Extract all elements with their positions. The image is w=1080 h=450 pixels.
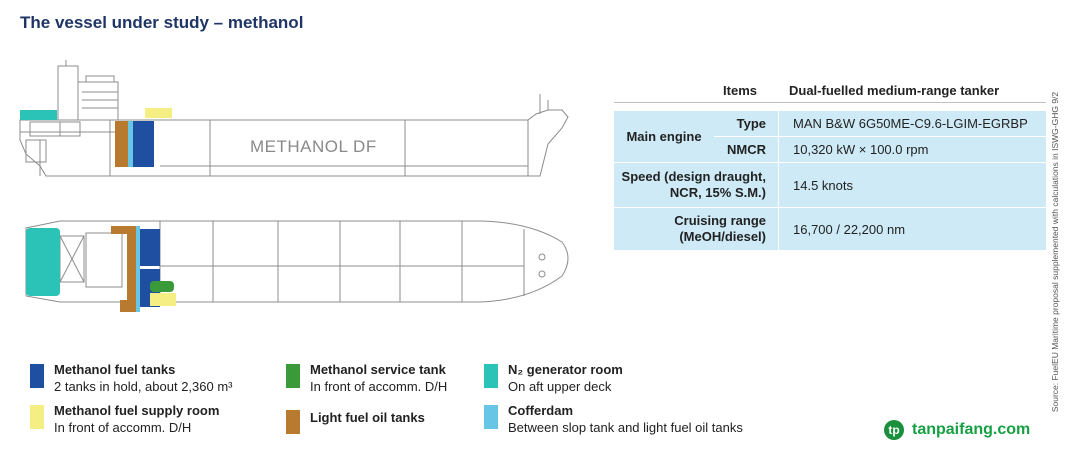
spec-table-header: Items Dual-fuelled medium-range tanker (614, 78, 1046, 103)
watermark: tp tanpaifang.com (884, 420, 1030, 440)
range-label-line-2: (MeOH/diesel) (679, 229, 766, 244)
methanol-service-tank-plan (150, 281, 174, 292)
spec-table: Items Dual-fuelled medium-range tanker M… (614, 78, 1046, 250)
fuel-supply-room-side (145, 108, 172, 118)
ship-plan-view (25, 220, 569, 303)
methanol-fuel-tank-plan-1 (140, 229, 160, 266)
legend-methanol-service-tank: Methanol service tank In front of accomm.… (286, 361, 447, 395)
speed-label-line-2: NCR, 15% S.M.) (669, 185, 766, 200)
nmcr-value: 10,320 kW × 100.0 rpm (778, 137, 1046, 162)
legend-fuel-supply-room: Methanol fuel supply room In front of acc… (30, 402, 219, 436)
n2-generator-room-plan (26, 228, 60, 296)
legend-n2-generator-room: N₂ generator room On aft upper deck (484, 361, 623, 395)
legend-title: Methanol fuel tanks (54, 362, 176, 377)
range-row: Cruising range(MeOH/diesel) 16,700 / 22,… (614, 208, 1046, 250)
legend-swatch-fuel-tank (30, 364, 44, 388)
header-items: Items (723, 82, 757, 98)
n2-generator-room-side (20, 110, 57, 120)
legend-title: N₂ generator room (508, 362, 623, 377)
watermark-text: tanpaifang.com (912, 421, 1031, 438)
ship-side-view (19, 60, 569, 177)
page-title: The vessel under study – methanol (20, 13, 304, 32)
nmcr-row: NMCR 10,320 kW × 100.0 rpm (714, 136, 1046, 162)
header-vessel: Dual-fuelled medium-range tanker (789, 82, 1000, 98)
legend-title: Methanol fuel supply room (54, 403, 220, 418)
fuel-supply-room-plan (150, 293, 176, 306)
source-note: Source: FuelEU Maritime proposal supplem… (1040, 84, 1070, 420)
legend-title: Cofferdam (508, 403, 574, 418)
legend-swatch-n2-room (484, 364, 498, 388)
range-value: 16,700 / 22,200 nm (778, 208, 1046, 250)
legend-title: Light fuel oil tanks (310, 410, 425, 425)
type-label: Type (736, 116, 766, 131)
legend-swatch-cofferdam (484, 405, 498, 429)
cofferdam-plan (136, 226, 140, 312)
watermark-logo-icon: tp (884, 420, 904, 440)
legend-swatch-light-fuel (286, 410, 300, 434)
spec-table-body: Main engine Type MAN B&W 6G50ME-C9.6-LGI… (614, 111, 1046, 250)
legend-desc: On aft upper deck (508, 379, 612, 394)
speed-label: Speed (design draught,NCR, 15% S.M.) (614, 163, 778, 207)
speed-value: 14.5 knots (778, 163, 1046, 207)
speed-label-line-1: Speed (design draught, (621, 169, 766, 184)
range-label: Cruising range(MeOH/diesel) (614, 208, 778, 250)
legend-desc: Between slop tank and light fuel oil tan… (508, 420, 743, 435)
source-text: Source: FuelEU Maritime proposal supplem… (1050, 91, 1060, 413)
nmcr-label: NMCR (727, 142, 766, 157)
legend-methanol-fuel-tanks: Methanol fuel tanks 2 tanks in hold, abou… (30, 361, 233, 395)
main-engine-row: Main engine Type MAN B&W 6G50ME-C9.6-LGI… (614, 111, 1046, 163)
hull-label: METHANOL DF (250, 137, 377, 156)
legend-title: Methanol service tank (310, 362, 446, 377)
light-fuel-oil-tank-plan (111, 226, 136, 312)
vessel-drawings: METHANOL DF (19, 60, 569, 312)
cofferdam-side (128, 121, 133, 167)
light-fuel-oil-tank-side (115, 121, 128, 167)
legend-desc: In front of accomm. D/H (310, 379, 448, 394)
speed-row: Speed (design draught,NCR, 15% S.M.) 14.… (614, 163, 1046, 208)
engine-type-row: Type MAN B&W 6G50ME-C9.6-LGIM-EGRBP (714, 111, 1046, 136)
main-engine-label: Main engine (626, 129, 702, 144)
legend-desc: 2 tanks in hold, about 2,360 m³ (54, 379, 233, 394)
legend-desc: In front of accomm. D/H (54, 420, 192, 435)
methanol-fuel-tank-side (133, 121, 154, 167)
range-label-line-1: Cruising range (674, 213, 766, 228)
legend-swatch-service-tank (286, 364, 300, 388)
legend-swatch-supply-room (30, 405, 44, 429)
legend-light-fuel-oil-tanks: Light fuel oil tanks (286, 407, 425, 434)
type-value: MAN B&W 6G50ME-C9.6-LGIM-EGRBP (778, 111, 1046, 136)
